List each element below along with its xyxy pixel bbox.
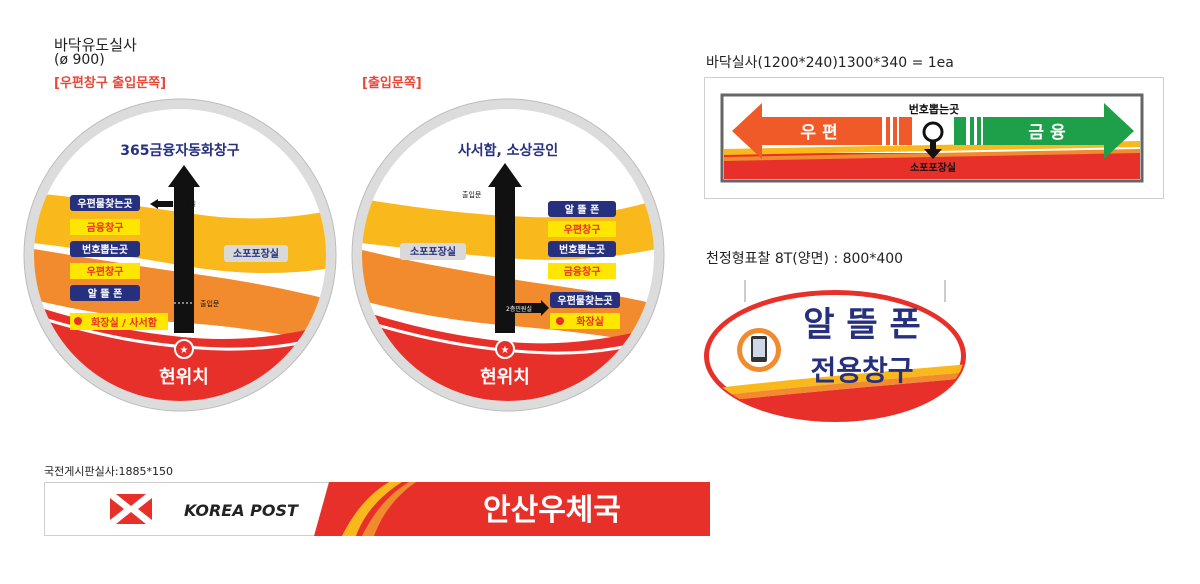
left-door-label: 출입문 (200, 299, 220, 308)
floor-bar-bottom-text: 소포포장실 (910, 161, 956, 174)
right-label-2: 번호뽑는곳 (548, 241, 616, 257)
svg-text:우편창구: 우편창구 (87, 265, 124, 278)
restroom-icon (556, 317, 564, 325)
ceiling-line1: 알 뜰 폰 (803, 305, 921, 345)
svg-text:번호뽑는곳: 번호뽑는곳 (82, 243, 128, 256)
current-position-icon (495, 339, 515, 359)
svg-text:우편창구: 우편창구 (564, 223, 601, 236)
ceiling-oval-sign: 알 뜰 폰 전용창구 (704, 280, 966, 422)
left-side-pointer: 2층민원실 (170, 200, 196, 208)
left-label-5: 화장실 / 사서함 (70, 313, 168, 330)
right-circle-caption: [출입문쪽] (362, 76, 422, 91)
banner-caption: 국전게시판실사:1885*150 (44, 465, 174, 478)
left-label-0: 우편물찾는곳 (70, 195, 140, 211)
svg-text:알 뜰 폰: 알 뜰 폰 (565, 203, 600, 216)
svg-text:화장실 / 사서함: 화장실 / 사서함 (91, 316, 158, 329)
left-current-position: 현위치 (159, 367, 209, 388)
floor-bar-left-text: 우 편 (800, 123, 837, 143)
restroom-icon (74, 317, 82, 325)
svg-text:★: ★ (180, 345, 189, 356)
floor-guide-title: 바닥유도실사 (54, 36, 137, 54)
banner-office: 안산우체국 (483, 493, 621, 528)
left-side-label: 소포포장실 (224, 245, 288, 262)
right-lower-label-0: 우편물찾는곳 (550, 292, 620, 308)
svg-text:소포포장실: 소포포장실 (233, 247, 279, 260)
location-pin-icon (922, 121, 944, 143)
svg-text:알 뜰 폰: 알 뜰 폰 (88, 287, 123, 300)
svg-text:금융창구: 금융창구 (564, 265, 601, 278)
right-door-label: 출입문 (462, 190, 482, 199)
right-label-0: 알 뜰 폰 (548, 201, 616, 217)
right-side-label: 소포포장실 (400, 243, 466, 260)
left-label-4: 알 뜰 폰 (70, 285, 140, 301)
current-position-icon (174, 339, 194, 359)
right-side-pointer: 2층민원실 (506, 305, 532, 313)
left-top-title: 365금융자동화창구 (120, 142, 240, 159)
svg-text:★: ★ (501, 345, 510, 356)
ceiling-line2: 전용창구 (810, 354, 913, 387)
floor-bar-top-text: 번호뽑는곳 (909, 102, 960, 116)
svg-text:번호뽑는곳: 번호뽑는곳 (559, 243, 605, 256)
left-label-3: 우편창구 (70, 263, 140, 279)
ceiling-sign-caption: 천정형표찰 8T(양면) : 800*400 (706, 251, 904, 267)
svg-text:소포포장실: 소포포장실 (410, 245, 456, 258)
floor-sticker-caption: 바닥실사(1200*240)1300*340 = 1ea (706, 55, 954, 71)
right-top-title: 사서함, 소상공인 (458, 142, 558, 159)
svg-text:금융창구: 금융창구 (87, 221, 124, 234)
right-lower-label-1: 화장실 (550, 313, 620, 329)
svg-text:우편물찾는곳: 우편물찾는곳 (557, 294, 612, 307)
left-floor-circle: 365금융자동화창구 2층민원실 출입문 우편물찾는곳 금융창구 번호뽑는곳 우… (23, 98, 337, 412)
floor-bar-sticker: 우 편 금 융 번호뽑는곳 소포포장실 (704, 77, 1164, 199)
floor-bar-right-text: 금 융 (1028, 123, 1066, 143)
korea-post-logo-icon (110, 494, 152, 524)
right-floor-circle: 사서함, 소상공인 출입문 2층민원실 소포포장실 알 뜰 폰 우편창구 번호뽑… (351, 98, 665, 412)
banner-brand: KOREA POST (184, 501, 299, 520)
right-current-position: 현위치 (480, 367, 530, 388)
left-label-2: 번호뽑는곳 (70, 241, 140, 257)
left-circle-caption: [우편창구 출입문쪽] (54, 76, 167, 91)
right-label-1: 우편창구 (548, 221, 616, 237)
floor-guide-size: (ø 900) (54, 52, 105, 68)
left-label-1: 금융창구 (70, 219, 140, 235)
post-office-banner: KOREA POST 안산우체국 (44, 482, 710, 536)
right-label-3: 금융창구 (548, 263, 616, 279)
svg-text:화장실: 화장실 (576, 315, 604, 328)
svg-text:우편물찾는곳: 우편물찾는곳 (77, 197, 132, 210)
